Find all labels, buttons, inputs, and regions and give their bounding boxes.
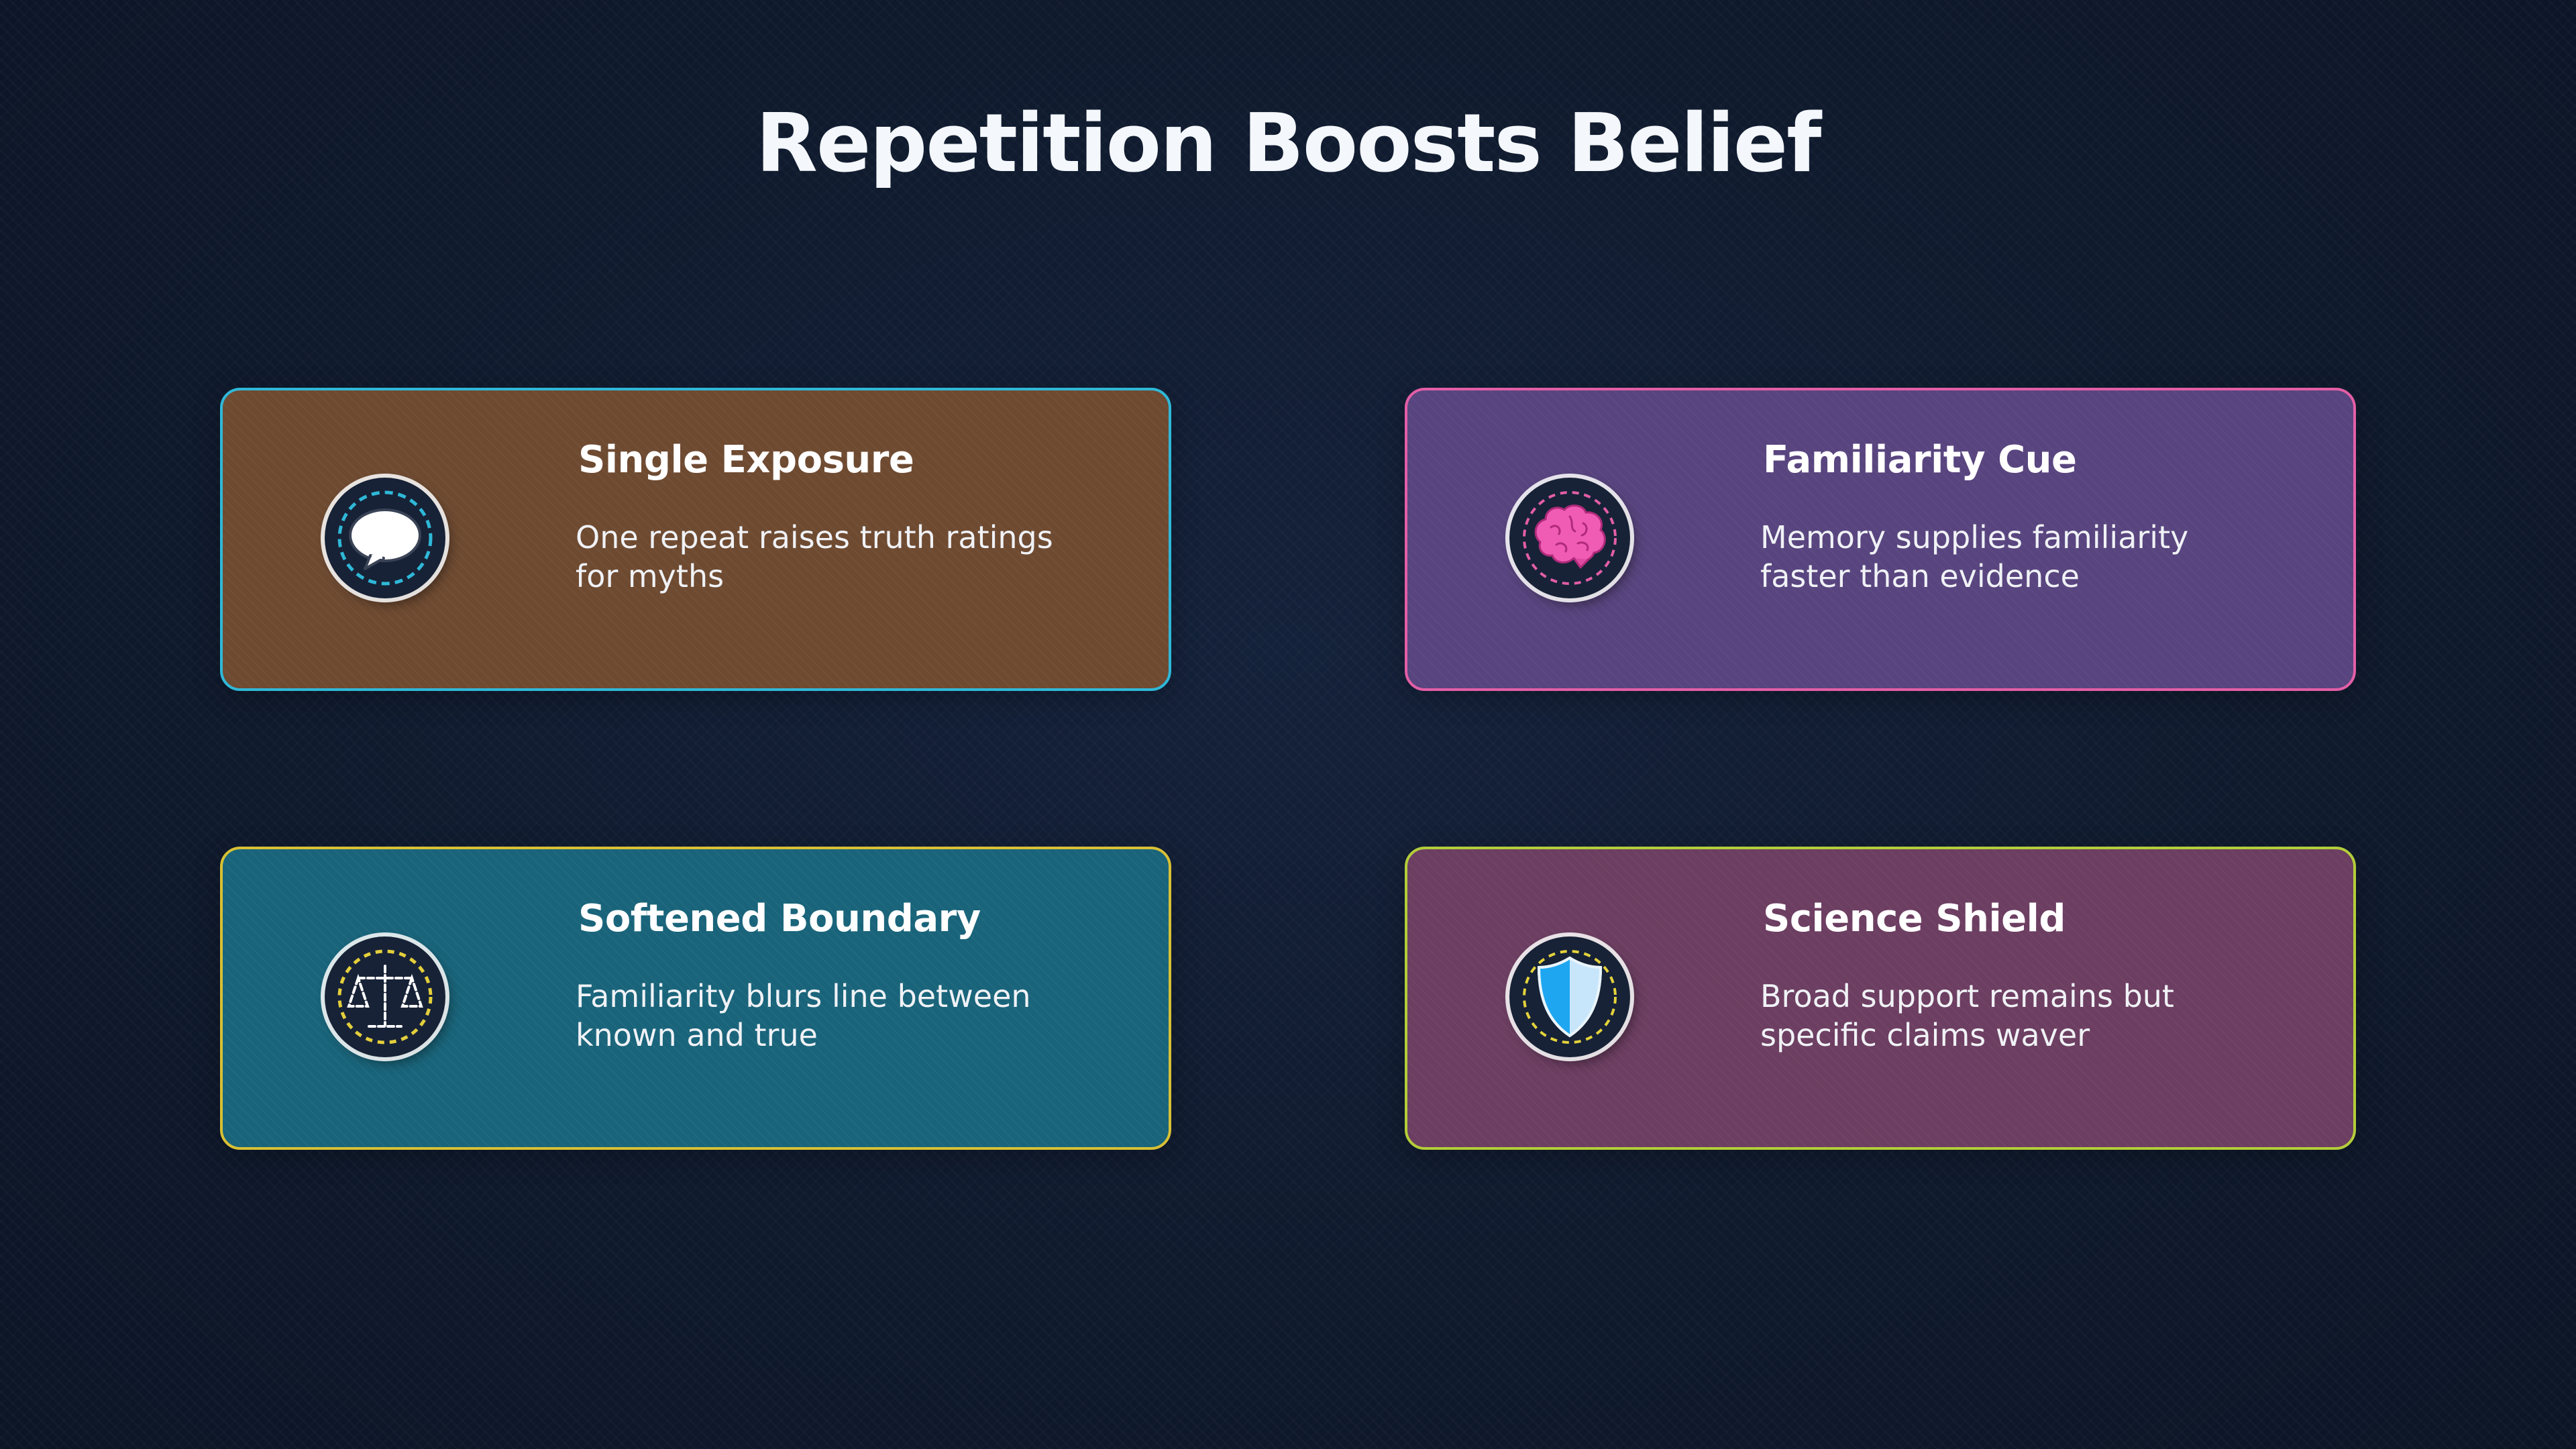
speech-bubble-icon <box>337 490 433 586</box>
shield-icon <box>1523 950 1617 1044</box>
icon-badge <box>1509 478 1630 598</box>
icon-badge <box>1509 936 1630 1057</box>
icon-badge <box>325 936 445 1057</box>
card-science-shield: Science Shield Broad support remains but… <box>1405 847 2356 1150</box>
icon-badge <box>325 478 445 598</box>
card-title: Single Exposure <box>578 438 914 482</box>
card-description: Broad support remains but specific claim… <box>1760 978 2174 1053</box>
card-title: Science Shield <box>1763 897 2065 941</box>
card-description: Familiarity blurs line between known and… <box>576 978 1031 1053</box>
card-familiarity-cue: Familiarity Cue Memory supplies familiar… <box>1405 388 2356 691</box>
card-description: Memory supplies familiarity faster than … <box>1760 519 2189 594</box>
card-title: Familiarity Cue <box>1763 438 2077 482</box>
card-title: Softened Boundary <box>578 897 981 941</box>
card-softened-boundary: Softened Boundary Familiarity blurs line… <box>220 847 1171 1150</box>
slide-title: Repetition Boosts Belief <box>755 97 1822 191</box>
balance-scale-icon <box>337 949 433 1044</box>
card-single-exposure: Single Exposure One repeat raises truth … <box>220 388 1171 691</box>
brain-icon <box>1523 491 1617 585</box>
card-description: One repeat raises truth ratings for myth… <box>576 519 1053 594</box>
